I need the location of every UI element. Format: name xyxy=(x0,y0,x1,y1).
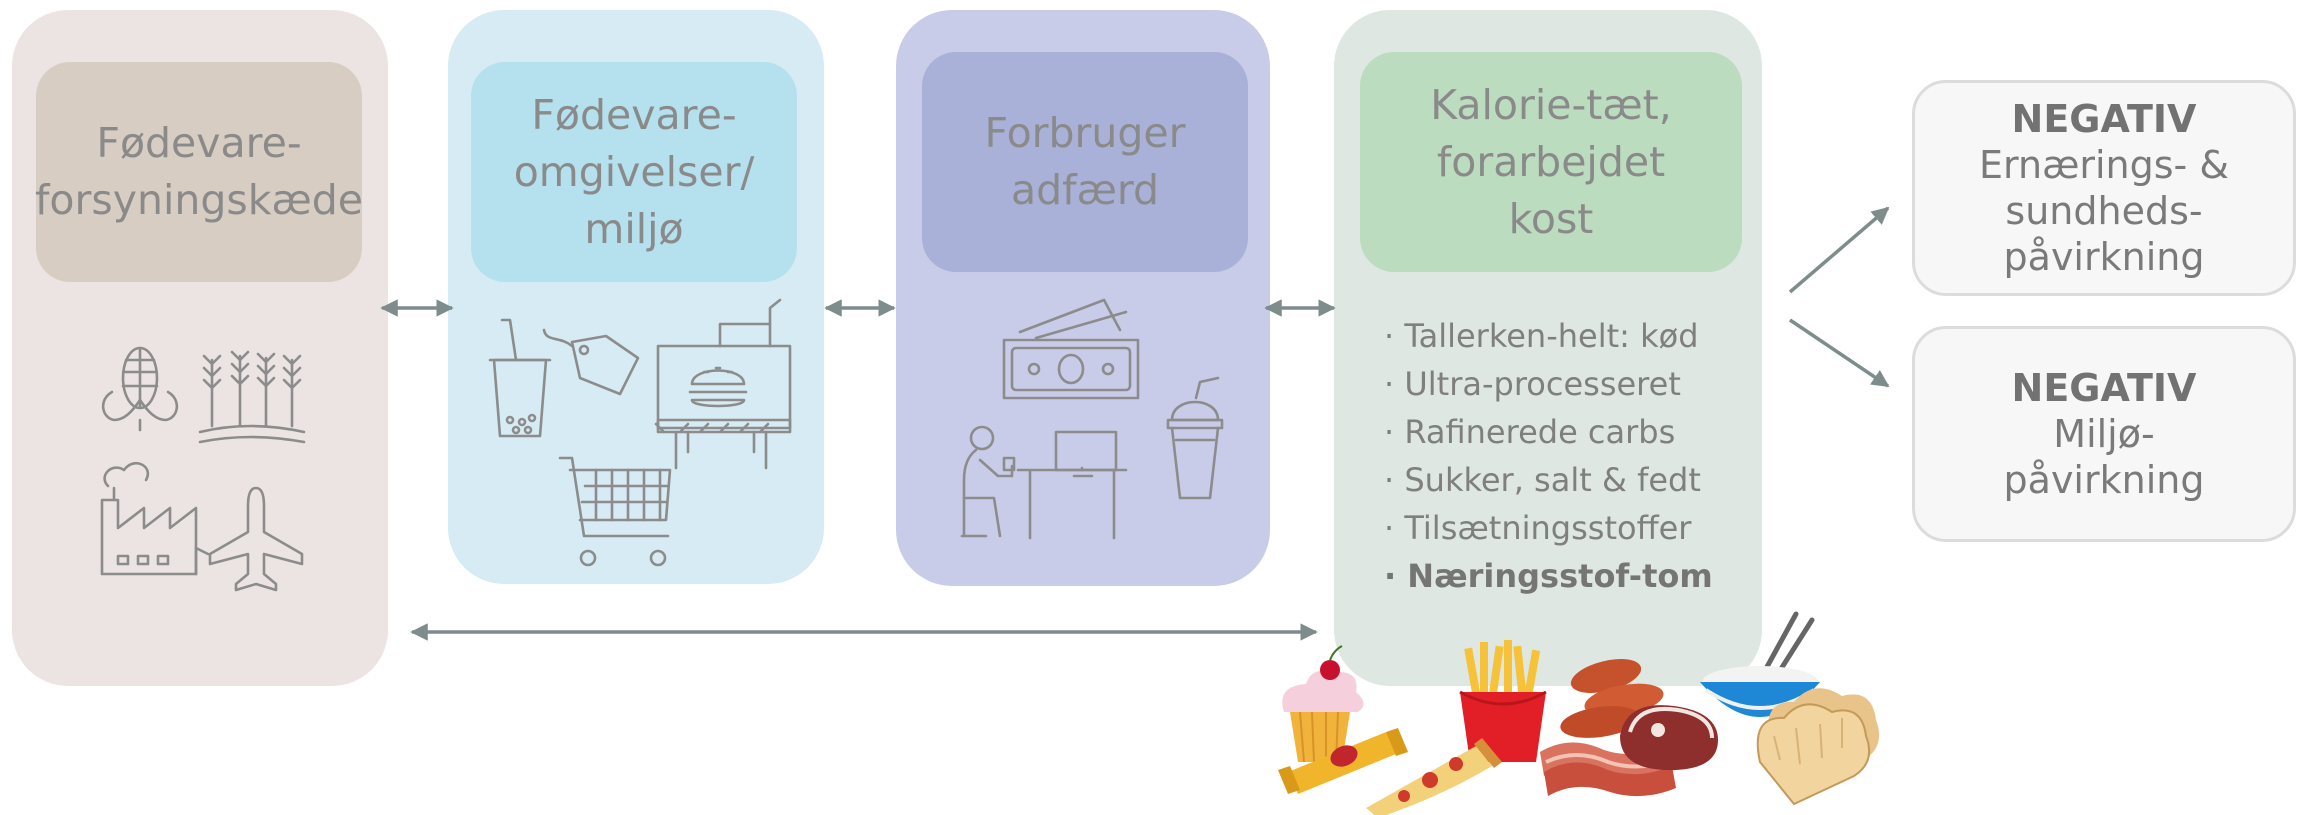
soda-cup-icon xyxy=(1166,376,1224,500)
corn-icon xyxy=(101,346,179,432)
pizza-slice xyxy=(1366,738,1502,815)
french-fries xyxy=(1459,640,1547,762)
list-item: · Næringsstof-tom xyxy=(1384,557,1713,595)
billboard-burger-icon xyxy=(654,298,792,470)
arrow-to-health xyxy=(1788,206,1890,294)
candy-bar xyxy=(1278,728,1408,794)
banknotes-icon xyxy=(1002,298,1140,400)
list-item: · Tallerken-helt: kød xyxy=(1384,317,1699,355)
person-at-computer-icon xyxy=(960,425,1128,540)
list-item: · Sukker, salt & fedt xyxy=(1384,461,1701,499)
environmental-impact-box: NEGATIV Miljø- påvirkning xyxy=(1912,326,2296,542)
airplane-icon xyxy=(208,486,304,592)
supply-chain-title: Fødevare-forsyningskæde xyxy=(35,62,363,282)
sausages xyxy=(1560,659,1664,738)
factory-icon xyxy=(100,462,210,576)
diet-characteristics-list: · Tallerken-helt: kød · Ultra-processere… xyxy=(1384,312,1764,600)
nutrition-health-impact-box: NEGATIV Ernærings- & sundheds- påvirknin… xyxy=(1912,80,2296,296)
list-item: · Ultra-processeret xyxy=(1384,365,1681,403)
list-item: · Tilsætningsstoffer xyxy=(1384,509,1692,547)
wheat-field-icon xyxy=(198,350,306,444)
list-item: · Rafinerede carbs xyxy=(1384,413,1676,451)
sliced-bread xyxy=(1756,688,1880,806)
food-environment-title: Fødevare-omgivelser/miljø xyxy=(471,62,797,282)
cupcake xyxy=(1282,645,1364,763)
price-tag-icon xyxy=(542,328,640,396)
shopping-cart-icon xyxy=(558,456,672,567)
steak xyxy=(1620,705,1718,771)
bubble-tea-icon xyxy=(488,318,552,438)
arrow-to-environment xyxy=(1789,318,1890,388)
